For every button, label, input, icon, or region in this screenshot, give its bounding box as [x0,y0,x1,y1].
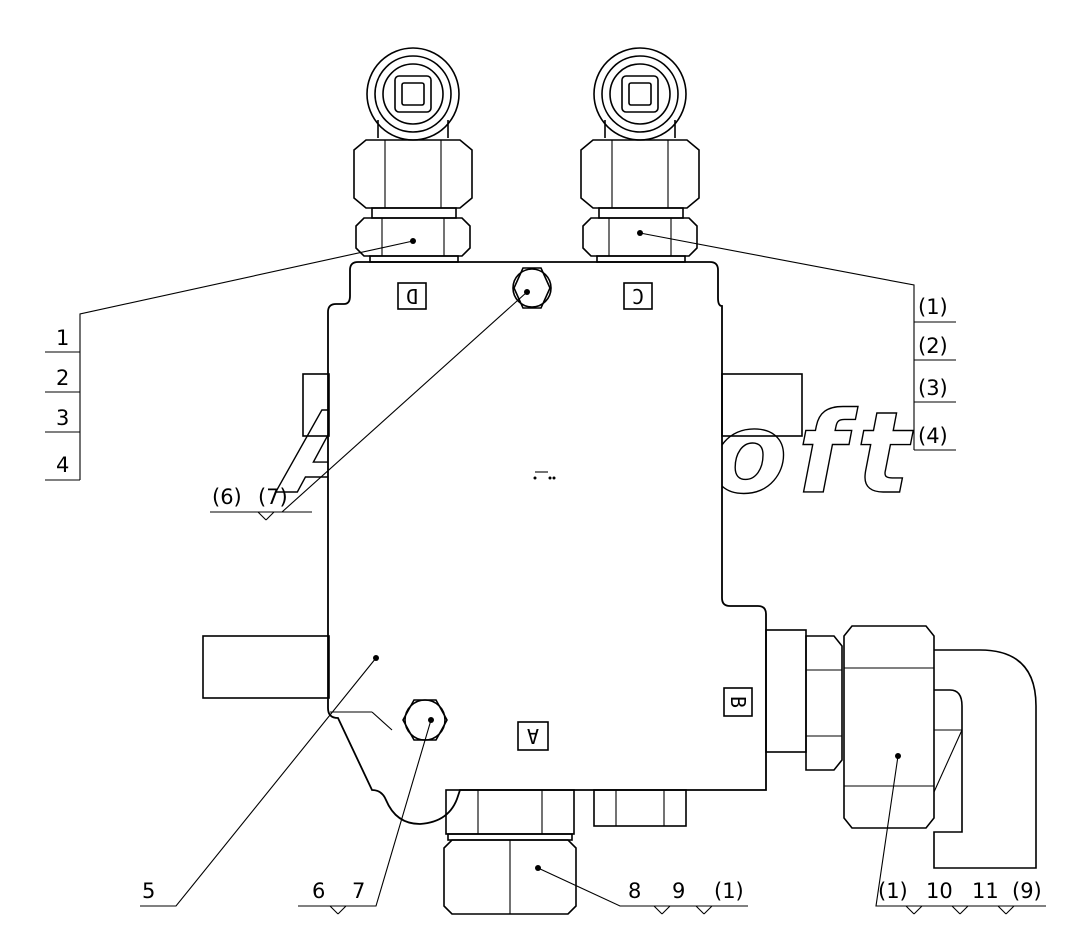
port-label-c: C [632,284,644,308]
callout-r2: (2) [918,334,948,358]
callout-10: 10 [926,879,953,903]
fitting-port-a [443,789,687,915]
left-side-boss [202,373,330,699]
port-label-d: D [406,284,418,308]
port-marker-a: A [517,721,549,751]
callout-bottom: 5 6 7 8 9 (1) (1) 10 11 (9) [142,879,1042,903]
callout-8: 8 [628,879,641,903]
callout-7-paren: (7) [258,485,288,509]
callout-r4: (4) [918,424,948,448]
port-label-b: B [726,696,750,708]
callout-rf-9: (9) [1012,879,1042,903]
valve-body [327,261,767,825]
callout-6-paren: (6) [212,485,242,509]
callout-4: 4 [56,453,69,477]
right-side-boss [721,373,803,437]
callout-7: 7 [352,879,365,903]
callout-right-stack: (1) (2) (3) (4) [918,295,948,448]
callout-8-9-1: (1) [714,879,744,903]
callout-3: 3 [56,406,69,430]
callout-6: 6 [312,879,325,903]
callout-2: 2 [56,366,69,390]
centre-symbol [533,471,556,480]
callout-1: 1 [56,326,69,350]
callout-rf-1: (1) [878,879,908,903]
callout-left-stack: 1 2 3 4 [56,326,69,477]
callout-9: 9 [672,879,685,903]
leaders [45,232,1046,915]
callout-top-left-pair: (6) (7) [212,485,288,509]
fitting-port-d [353,47,473,263]
port-marker-b: B [723,687,753,717]
port-marker-d: D [397,282,427,310]
fitting-port-b [765,625,1037,869]
callout-11: 11 [972,879,999,903]
fitting-port-c [580,47,700,263]
port-marker-c: C [623,282,653,310]
callout-r1: (1) [918,295,948,319]
callout-5: 5 [142,879,155,903]
port-label-a: A [527,724,539,748]
callout-r3: (3) [918,376,948,400]
top-plug [512,267,552,309]
